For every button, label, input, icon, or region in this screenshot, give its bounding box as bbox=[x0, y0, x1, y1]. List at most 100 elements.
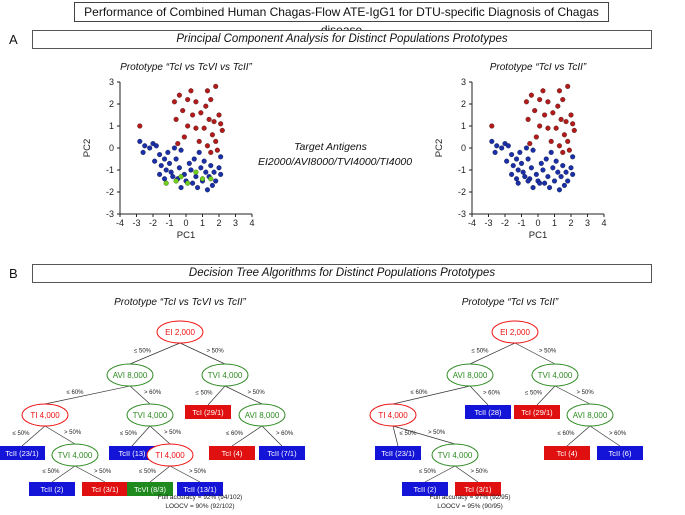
tree-edge-label: ≤ 50% bbox=[400, 431, 418, 437]
x-axis-label: PC1 bbox=[529, 230, 547, 241]
leaf-node-label: TcII (23/1) bbox=[5, 449, 39, 458]
scatter-point bbox=[571, 127, 577, 133]
leaf-node bbox=[177, 482, 223, 496]
scatter-point bbox=[560, 163, 566, 169]
leaf-node bbox=[455, 482, 501, 496]
scatter-point bbox=[548, 138, 554, 144]
scatter-point bbox=[152, 158, 158, 164]
scatter-point bbox=[201, 158, 207, 164]
scatter-point bbox=[568, 112, 574, 118]
split-node bbox=[369, 403, 417, 427]
scatter-point bbox=[570, 154, 576, 160]
y-tick-label: -1 bbox=[106, 165, 114, 175]
accuracy-text: Full accuracy = 97% (92/95) bbox=[429, 494, 510, 501]
split-node-label: TI 4,000 bbox=[30, 411, 60, 420]
tree-edge-label: > 50% bbox=[471, 469, 489, 475]
tree-edge bbox=[149, 425, 171, 445]
x-tick-label: -3 bbox=[484, 218, 492, 228]
scatter-point bbox=[218, 171, 224, 177]
y-tick-label: 1 bbox=[461, 121, 466, 131]
y-axis-label: PC2 bbox=[434, 139, 445, 157]
tree-edge bbox=[469, 342, 516, 365]
scatter-point bbox=[208, 163, 214, 169]
tree-edge bbox=[169, 465, 201, 483]
leaf-node-label: TcI (29/1) bbox=[192, 408, 224, 417]
tree-edge bbox=[44, 425, 76, 445]
scatter-point bbox=[137, 123, 143, 129]
y-tick-label: 3 bbox=[109, 77, 114, 87]
tree-edge-label: ≤ 60% bbox=[226, 431, 244, 437]
leaf-node-label: TcII (2) bbox=[41, 485, 64, 494]
x-tick-label: 4 bbox=[601, 218, 606, 228]
scatter-point bbox=[218, 154, 224, 160]
leaf-node-label: TcI (3/1) bbox=[91, 485, 119, 494]
y-tick-label: -1 bbox=[458, 165, 466, 175]
split-node bbox=[446, 363, 494, 387]
scatter-point bbox=[216, 165, 222, 171]
x-tick-label: -3 bbox=[132, 218, 140, 228]
scatter-point bbox=[178, 174, 184, 180]
leaf-node bbox=[29, 482, 75, 496]
tree-edge-label: > 60% bbox=[276, 431, 294, 437]
scatter-point bbox=[540, 88, 546, 94]
split-node bbox=[566, 403, 614, 427]
tree-edge bbox=[149, 465, 171, 483]
tree-edge bbox=[589, 425, 621, 447]
scatter-point bbox=[499, 145, 505, 151]
y-tick-label: 0 bbox=[461, 143, 466, 153]
scatter-point bbox=[556, 88, 562, 94]
scatter-point bbox=[195, 185, 201, 191]
split-node-label: TVI 4,000 bbox=[438, 451, 473, 460]
split-node bbox=[51, 443, 99, 467]
split-node bbox=[106, 363, 154, 387]
scatter-point bbox=[543, 156, 549, 162]
leaf-node bbox=[514, 405, 560, 419]
scatter-point bbox=[209, 182, 215, 188]
scatter-point bbox=[489, 138, 495, 144]
scatter-point bbox=[520, 169, 526, 175]
scatter-point bbox=[173, 178, 179, 184]
scatter-point bbox=[565, 83, 571, 89]
scatter-point bbox=[515, 180, 521, 186]
tree-edge bbox=[392, 385, 471, 405]
scatter-point bbox=[555, 169, 561, 175]
leaf-node bbox=[82, 482, 128, 496]
scatter-point bbox=[537, 180, 543, 186]
tree-edge-label: ≤ 60% bbox=[558, 431, 576, 437]
scatter-point bbox=[538, 160, 544, 166]
scatter-point bbox=[171, 99, 177, 105]
scatter-point bbox=[545, 125, 551, 131]
y-tick-label: 2 bbox=[109, 99, 114, 109]
scatter-point bbox=[563, 119, 569, 125]
scatter-point bbox=[555, 103, 561, 109]
tree-edge-label: ≤ 50% bbox=[472, 349, 490, 355]
scatter-point bbox=[199, 176, 206, 182]
scatter-point bbox=[570, 121, 576, 127]
tree-edge-label: > 50% bbox=[189, 469, 207, 475]
scatter-point bbox=[162, 176, 168, 182]
scatter-point bbox=[551, 178, 558, 184]
tree-title: Prototype “TcI vs TcII” bbox=[462, 297, 559, 308]
leaf-node bbox=[402, 482, 448, 496]
leaf-node-label: TcII (2) bbox=[414, 485, 437, 494]
leaf-node-label: TcII (6) bbox=[609, 449, 632, 458]
scatter-point bbox=[560, 149, 566, 155]
tree-edge-label: ≤ 60% bbox=[411, 390, 429, 396]
scatter-point bbox=[219, 127, 225, 133]
section-b-label: B bbox=[9, 266, 18, 281]
x-tick-label: -1 bbox=[165, 218, 173, 228]
split-node-label: TVI 4,000 bbox=[58, 451, 93, 460]
scatter-point bbox=[489, 123, 495, 129]
tree-edge bbox=[554, 385, 591, 405]
scatter-point bbox=[561, 182, 567, 188]
tree-edge-label: > 50% bbox=[577, 390, 595, 396]
scatter-point bbox=[170, 174, 176, 180]
scatter-point bbox=[204, 143, 210, 149]
scatter-point bbox=[180, 108, 186, 114]
scatter-point bbox=[198, 165, 204, 171]
tree-edge-label: > 50% bbox=[64, 430, 82, 436]
scatter-point bbox=[211, 119, 217, 125]
tree-edge bbox=[129, 385, 151, 405]
accuracy-text: Full accuracy = 92% (94/102) bbox=[158, 494, 243, 501]
